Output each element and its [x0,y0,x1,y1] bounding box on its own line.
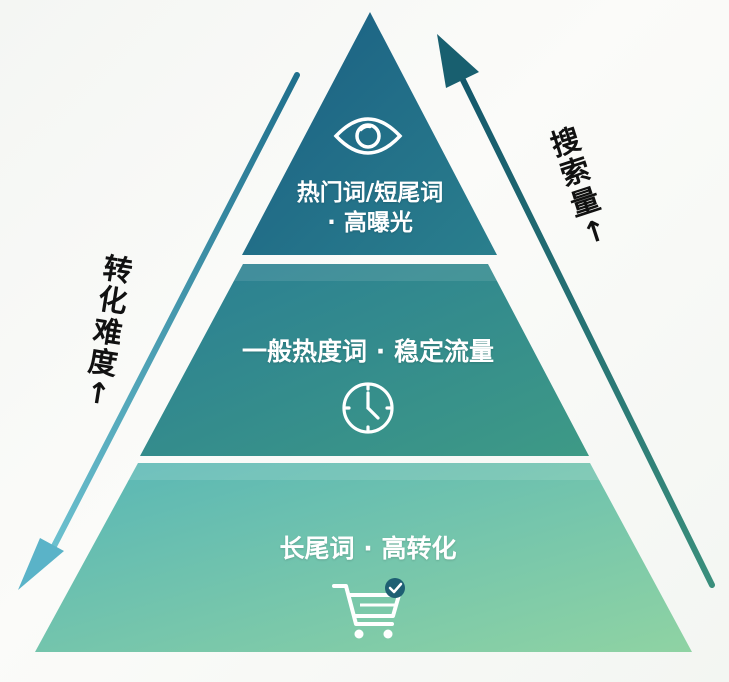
top-tier-line2: · 高曝光 [327,210,413,236]
pyramid-tier-middle [140,264,589,456]
bottom-tier-label: 长尾词 · 高转化 [279,534,457,563]
middle-tier-label: 一般热度词 · 稳定流量 [242,337,494,366]
clock-icon [342,382,394,434]
shopping-cart-check-icon [332,578,405,639]
top-tier-label: 热门词/短尾词 · 高曝光 [270,178,470,238]
left-arrow [18,72,300,590]
right-arrow [437,34,715,588]
pyramid-tier-top [242,12,497,255]
eye-icon [333,117,403,155]
top-tier-line1: 热门词/短尾词 [296,180,444,206]
pyramid-tier-bottom [35,463,692,652]
